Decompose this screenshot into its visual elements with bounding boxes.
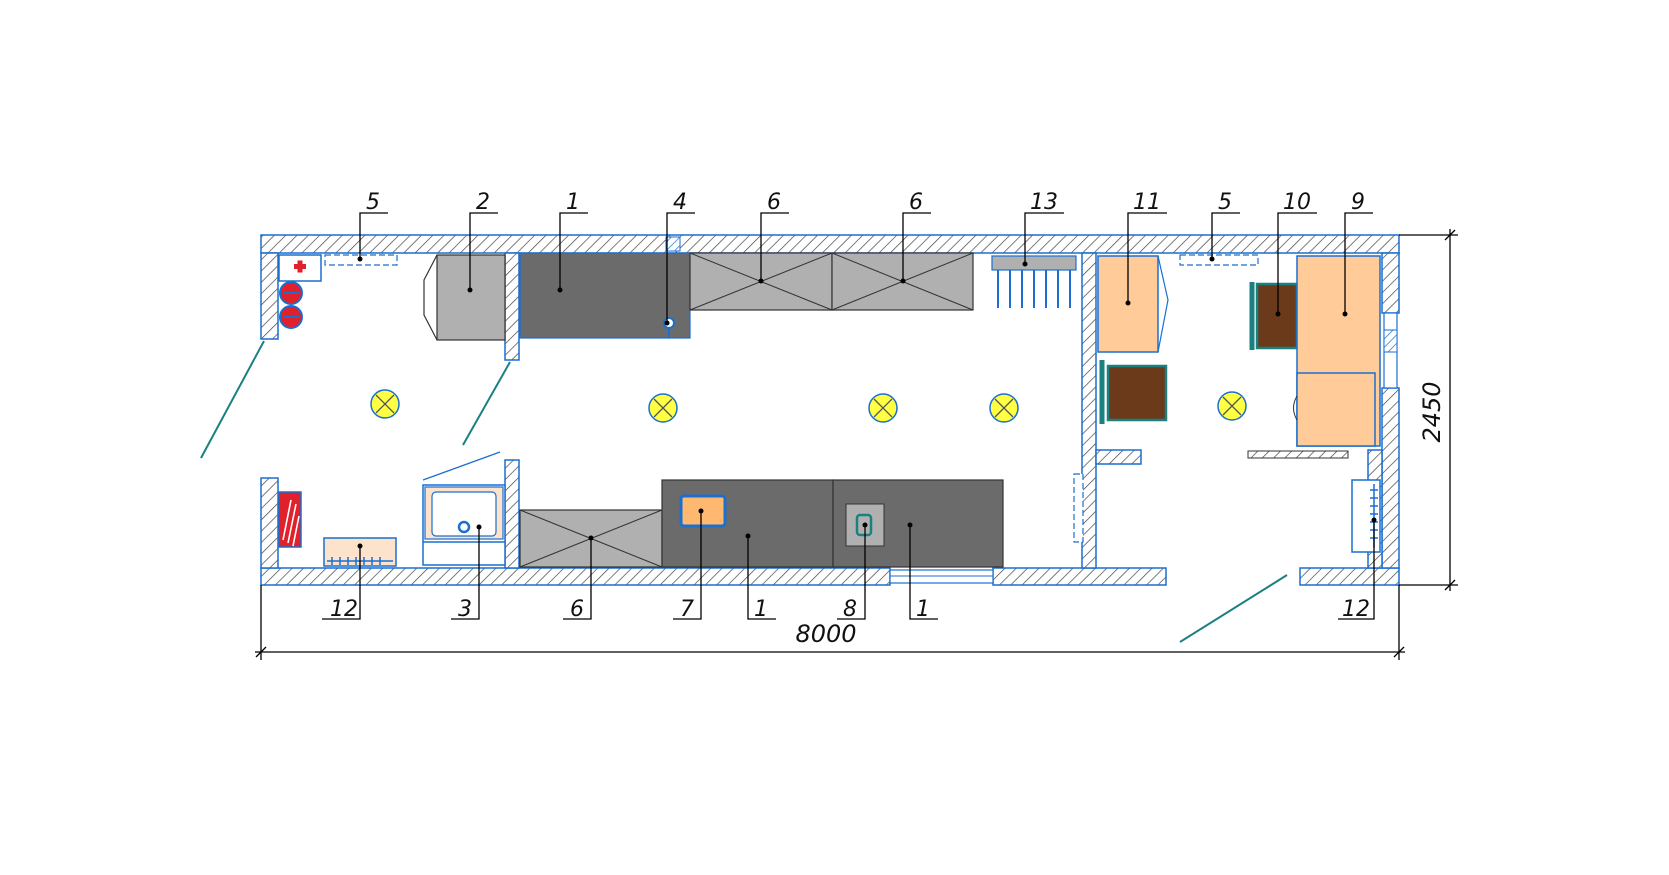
dimension-length: 8000: [795, 620, 856, 648]
dimension-width: 2450: [1418, 381, 1446, 442]
air-conditioner: [1383, 329, 1398, 353]
radiator-icon: [1179, 254, 1259, 266]
callout-label: 10: [1283, 190, 1311, 215]
desk-9-extension: [1296, 372, 1376, 447]
bench-12-right: [1351, 479, 1381, 553]
lamp-icon: [868, 393, 898, 423]
doors: [200, 340, 1288, 643]
callout-label: 8: [843, 597, 857, 622]
lamp-icon: [989, 393, 1019, 423]
callout-label: 6: [767, 190, 781, 215]
callout-label: 7: [680, 597, 694, 622]
callouts-bottom: 12 3 6 7 1 8 1 12: [322, 508, 1377, 622]
shelf-bar: [1247, 450, 1349, 459]
callouts-top: 5 2 1 4 6 6 13 11 5 10 9: [357, 190, 1373, 326]
door-swing-icon: [462, 361, 511, 446]
lamp-icon: [648, 393, 678, 423]
callout-label: 3: [458, 597, 472, 622]
lamps: [370, 389, 1247, 423]
lamp-icon: [370, 389, 400, 419]
lamp-icon: [1217, 391, 1247, 421]
wall-bottom-left: [260, 567, 891, 586]
first-aid-icon: [278, 254, 322, 282]
chair-icon: [1106, 364, 1168, 422]
callout-label: 1: [916, 597, 930, 622]
callout-label: 9: [1351, 190, 1365, 215]
callout-label: 5: [1218, 190, 1232, 215]
callout-label: 5: [366, 190, 380, 215]
wall-left-lower: [260, 477, 279, 569]
callout-label: 12: [330, 597, 358, 622]
equipment-1-top: [519, 252, 691, 339]
equipment-2: [436, 254, 506, 341]
callout-label: 11: [1133, 190, 1161, 215]
wall-right-upper: [1381, 252, 1400, 314]
office-room: [1097, 254, 1381, 553]
callout-label: 1: [754, 597, 768, 622]
partition-entry-top: [504, 252, 520, 361]
callout-label: 12: [1342, 597, 1370, 622]
callout-label: 1: [566, 190, 580, 215]
dimension-lines: 8000 2450: [255, 229, 1458, 660]
partition-middle: [1081, 252, 1097, 569]
partition-entry-bottom: [504, 459, 520, 569]
wall-right-lower: [1381, 387, 1400, 569]
wall-bottom-right: [1299, 567, 1400, 586]
entry-room: [278, 254, 506, 567]
main-room: [423, 236, 1084, 568]
callout-label: 13: [1030, 190, 1058, 215]
drying-rack-13: [991, 255, 1077, 271]
wall-socket-4: [665, 236, 681, 252]
callout-label: 4: [673, 190, 687, 215]
callout-label: 2: [476, 190, 490, 215]
wall-top: [260, 234, 1400, 254]
door-swing-icon: [1179, 574, 1288, 643]
partition-small-ledge: [1095, 449, 1142, 465]
callout-label: 6: [909, 190, 923, 215]
chair-10: [1255, 282, 1299, 350]
callout-label: 6: [570, 597, 584, 622]
first-aid-cross-v: [297, 260, 303, 273]
radiator-icon: [1073, 473, 1084, 543]
door-swing-icon: [200, 340, 265, 459]
wall-bottom-middle: [992, 567, 1167, 586]
wall-left-upper: [260, 252, 279, 340]
